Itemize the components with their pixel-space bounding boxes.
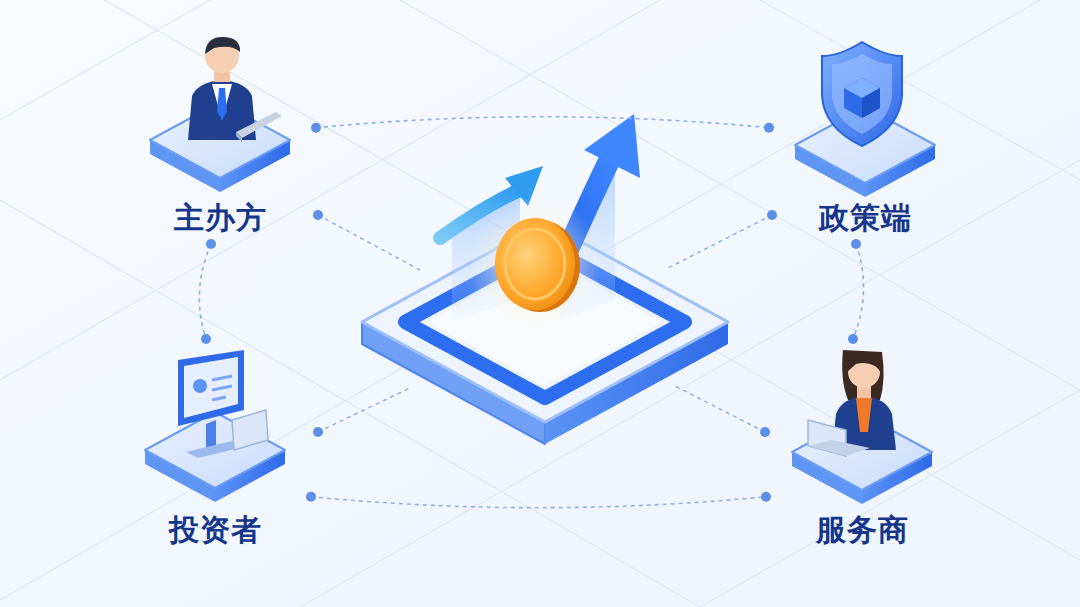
icon-area: [775, 30, 955, 198]
icon-area: [125, 345, 305, 510]
edge-dot: [851, 239, 861, 249]
role-node: 服务商: [772, 345, 952, 550]
investor-icon: [145, 350, 285, 502]
role-label: 服务商: [812, 510, 913, 550]
role-node: 主办方: [130, 30, 310, 238]
edge-dot: [848, 334, 858, 344]
role-label: 政策端: [815, 198, 916, 238]
edge-dot: [201, 334, 211, 344]
policy-icon: [795, 42, 935, 197]
role-label: 投资者: [165, 510, 266, 550]
coin: [469, 195, 601, 335]
role-node: 投资者: [125, 345, 305, 550]
role-node: 政策端: [775, 30, 955, 238]
edge-dot: [311, 123, 321, 133]
dashed-connector: [316, 117, 769, 128]
role-label: 主办方: [170, 198, 271, 238]
edge-dot: [206, 239, 216, 249]
edge-dot: [306, 492, 316, 502]
edge-dot: [761, 492, 771, 502]
service-icon: [792, 350, 932, 504]
dashed-connector: [199, 244, 211, 339]
icon-area: [130, 30, 310, 198]
organizer-icon: [150, 37, 290, 192]
icon-area: [772, 345, 952, 510]
edge-dot: [764, 123, 774, 133]
dashed-connector: [853, 244, 864, 339]
dashed-connector: [311, 497, 766, 508]
